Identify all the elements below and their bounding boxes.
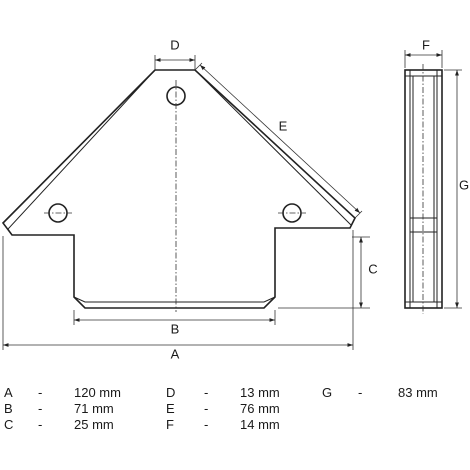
spec-dash: - [204,385,209,400]
side-view [404,64,443,314]
dimension-e: E [194,62,363,219]
spec-letter: C [4,417,14,432]
spec-dash: - [358,385,363,400]
spec-letter: A [4,385,13,400]
spec-value: 83 mm [398,385,438,400]
dimension-b: B [73,310,276,336]
spec-dash: - [38,417,43,432]
spec-letter: G [322,385,333,400]
dimension-f: F [404,37,443,68]
spec-letter: F [166,417,174,432]
holder-inner-edge-right [194,69,352,226]
holder-inner-edge [7,69,156,236]
spec-dash: - [38,385,43,400]
spec-dash: - [38,401,43,416]
dimension-a: A [2,230,354,361]
spec-letter: B [4,401,13,416]
spec-value: 76 mm [240,401,280,416]
spec-letter: E [166,401,175,416]
label-f: F [422,37,430,52]
front-view [1,69,356,312]
side-outline [404,69,443,309]
spec-value: 13 mm [240,385,280,400]
label-d: D [170,37,179,52]
spec-value: 120 mm [74,385,121,400]
holder-outline [1,69,356,309]
holder-bottom-chamfer [73,296,276,303]
label-b: B [171,321,180,336]
label-a: A [171,346,180,361]
label-e: E [279,118,288,133]
dimension-g: G [444,69,469,309]
spec-value: 25 mm [74,417,114,432]
label-c: C [368,261,377,276]
spec-dash: - [204,401,209,416]
spec-value: 71 mm [74,401,114,416]
dimension-c: C [278,236,378,309]
spec-letter: D [166,385,176,400]
label-g: G [459,177,469,192]
spec-value: 14 mm [240,417,280,432]
spec-dash: - [204,417,209,432]
dimension-d: D [154,37,196,70]
